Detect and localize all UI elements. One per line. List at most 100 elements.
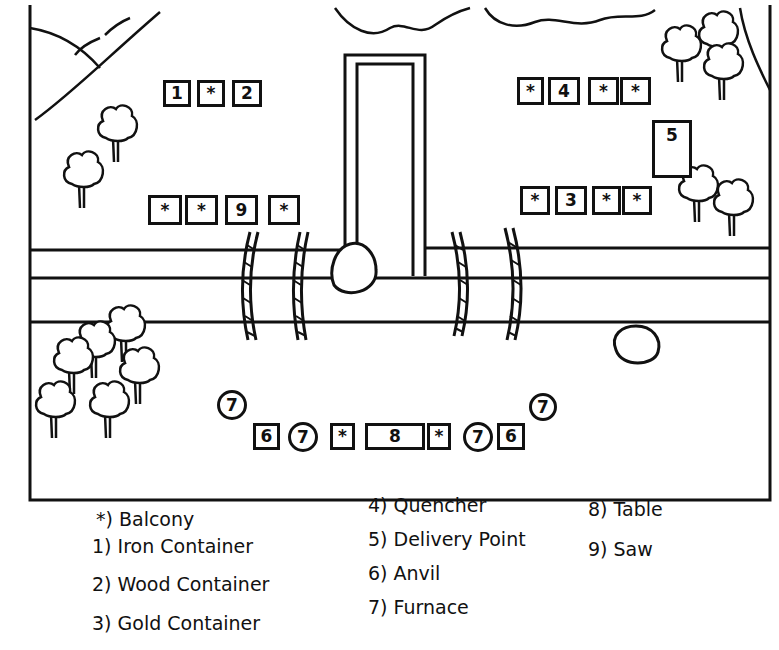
legend-entry: *) Balcony: [96, 508, 194, 531]
station-box: *: [622, 186, 652, 215]
station-box: *: [197, 80, 225, 107]
bridge-hatch: [293, 245, 306, 336]
station-number: 6: [261, 428, 273, 445]
station-number: 6: [505, 428, 517, 445]
station-box: *: [588, 77, 619, 105]
station-number: 2: [241, 85, 253, 102]
tree: [662, 25, 701, 82]
station-number: *: [602, 192, 611, 209]
station-number: 5: [666, 127, 678, 144]
station-number: *: [338, 428, 347, 445]
station-number: 4: [558, 83, 570, 100]
station-box: *: [148, 195, 182, 225]
station-number: 7: [226, 397, 238, 414]
tree: [36, 381, 75, 438]
station-box: 6: [253, 423, 280, 450]
station-box: 2: [232, 80, 262, 107]
legend-text: 9) Saw: [588, 538, 653, 561]
station-number: 8: [389, 428, 401, 445]
legend-entry: 9) Saw: [588, 538, 653, 561]
legend-text: 7) Furnace: [368, 596, 469, 619]
furnace-circle: 7: [288, 422, 318, 452]
legend-entry: 4) Quencher: [368, 494, 486, 517]
station-box: 8: [365, 423, 425, 450]
furnace-circle: 7: [529, 393, 557, 421]
tree: [64, 151, 103, 208]
legend-entry: 2) Wood Container: [92, 573, 269, 596]
station-number: *: [599, 83, 608, 100]
station-number: 3: [565, 192, 577, 209]
rock: [614, 326, 658, 363]
legend-entry: 1) Iron Container: [92, 535, 253, 558]
legend-text: 1) Iron Container: [92, 535, 253, 558]
bridge-rail: [452, 232, 468, 336]
rock: [332, 243, 376, 292]
circle-outline: [531, 395, 556, 420]
station-box: 3: [555, 186, 587, 215]
bridge: [505, 228, 521, 340]
station-number: *: [197, 202, 206, 219]
legend-text: 5) Delivery Point: [368, 528, 526, 551]
map-frame: [30, 5, 770, 500]
circle-outline: [219, 392, 246, 419]
bridge-rail: [293, 232, 308, 340]
tree: [90, 381, 129, 438]
cliff-edge: [30, 12, 160, 120]
station-number: 7: [472, 429, 484, 446]
legend-entry: 6) Anvil: [368, 562, 440, 585]
station-number: *: [526, 83, 535, 100]
bridge-hatch: [242, 245, 255, 336]
legend-text: 4) Quencher: [368, 494, 486, 517]
legend-text: 8) Table: [588, 498, 663, 521]
legend-entry: 8) Table: [588, 498, 663, 521]
bridge: [242, 232, 258, 340]
legend-text: 2) Wood Container: [92, 573, 269, 596]
legend-text: *) Balcony: [96, 508, 194, 531]
station-box: *: [520, 186, 550, 215]
station-number: 7: [297, 429, 309, 446]
station-box: 1: [163, 80, 191, 107]
legend-entry: 3) Gold Container: [92, 612, 260, 635]
bridge-hatch: [508, 242, 521, 336]
road-line: [30, 248, 770, 322]
station-box: *: [427, 423, 451, 450]
station-number: *: [531, 192, 540, 209]
station-box: 6: [497, 423, 525, 450]
station-number: *: [207, 85, 216, 102]
station-number: 1: [171, 85, 183, 102]
bridge-hatch: [455, 245, 468, 332]
circle-outline: [465, 424, 492, 451]
station-number: *: [280, 202, 289, 219]
legend-entry: 7) Furnace: [368, 596, 469, 619]
station-number: *: [633, 192, 642, 209]
station-number: 7: [537, 399, 549, 416]
station-box: 9: [225, 195, 258, 225]
station-box: *: [620, 77, 651, 105]
station-number: *: [631, 83, 640, 100]
station-number: *: [435, 428, 444, 445]
legend-text: 6) Anvil: [368, 562, 440, 585]
station-number: 9: [236, 202, 248, 219]
circle-outline: [290, 424, 317, 451]
tree: [714, 179, 753, 236]
station-box: 5: [652, 120, 692, 178]
furnace-circle: 7: [463, 422, 493, 452]
station-box: *: [185, 195, 218, 225]
tree: [98, 105, 137, 162]
bridge-rail: [505, 228, 521, 340]
tree: [704, 43, 743, 100]
bridge: [293, 232, 308, 340]
station-number: *: [161, 202, 170, 219]
station-box: *: [330, 423, 355, 450]
bridge-rail: [242, 232, 258, 340]
legend-entry: 5) Delivery Point: [368, 528, 526, 551]
bridge: [452, 232, 468, 336]
station-box: *: [592, 186, 621, 215]
legend-text: 3) Gold Container: [92, 612, 260, 635]
station-box: *: [517, 77, 544, 105]
station-box: *: [268, 195, 300, 225]
furnace-circle: 7: [217, 390, 247, 420]
station-box: 4: [548, 77, 580, 105]
